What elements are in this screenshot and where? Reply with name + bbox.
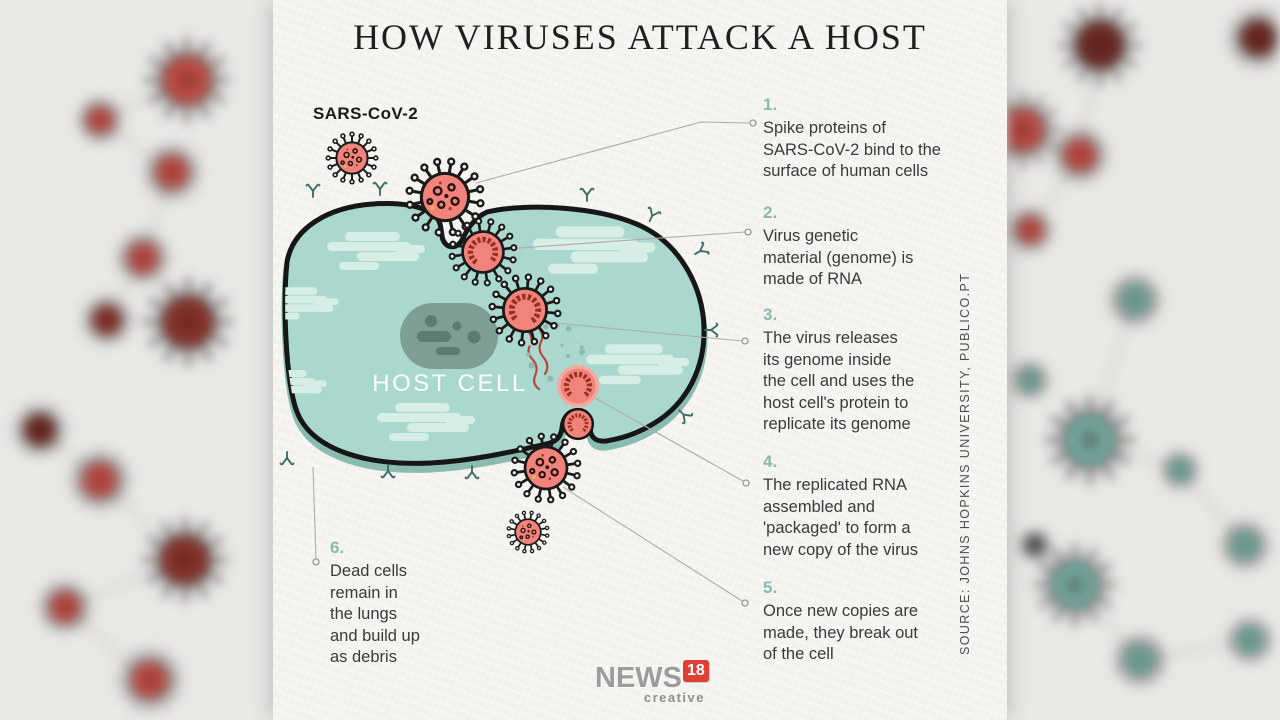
- annotation-step-3: 3. The virus releases its genome inside …: [763, 305, 961, 436]
- sars-cov-2-label: SARS-CoV-2: [313, 104, 419, 123]
- step-text: The virus releases its genome inside the…: [763, 329, 915, 433]
- annotation-leader-lines: [312, 121, 750, 602]
- logo-creative-text: creative: [643, 690, 705, 705]
- host-cell-label: HOST CELL: [372, 370, 528, 397]
- step-number: 5.: [763, 578, 778, 597]
- coronavirus-icon-free-small: [503, 507, 553, 557]
- annotation-step-6: 6. Dead cells remain in the lungs and bu…: [330, 538, 470, 669]
- step-text: Once new copies are made, they break out…: [763, 602, 919, 663]
- step-text: The replicated RNA assembled and 'packag…: [763, 476, 918, 559]
- annotation-step-5: 5. Once new copies are made, they break …: [763, 578, 961, 666]
- step-text: Spike proteins of SARS-CoV-2 bind to the…: [763, 119, 941, 180]
- virus-attack-diagram: [279, 119, 757, 607]
- source-credit: SOURCE: JOHNS HOPKINS UNIVERSITY, PUBLIC…: [958, 272, 972, 655]
- background-virus-collage-right: [1007, 0, 1280, 689]
- page-title: HOW VIRUSES ATTACK A HOST: [353, 17, 927, 57]
- host-cell: [279, 181, 719, 480]
- step-number: 1.: [763, 95, 778, 114]
- step-number: 6.: [330, 538, 345, 557]
- step-text: Dead cells remain in the lungs and build…: [330, 562, 420, 666]
- logo-18-badge: 18: [683, 660, 709, 682]
- step-number: 4.: [763, 452, 778, 471]
- annotation-step-2: 2. Virus genetic material (genome) is ma…: [763, 203, 961, 291]
- step-number: 2.: [763, 203, 778, 222]
- annotation-step-4: 4. The replicated RNA assembled and 'pac…: [763, 452, 961, 561]
- logo-news-text: NEWS: [595, 662, 682, 694]
- step-number: 3.: [763, 305, 778, 324]
- annotation-step-1: 1. Spike proteins of SARS-CoV-2 bind to …: [763, 95, 961, 183]
- background-virus-collage-left: [11, 0, 273, 714]
- cell-nucleus: [400, 303, 498, 369]
- coronavirus-icon-reference: [326, 132, 377, 183]
- step-text: Virus genetic material (genome) is made …: [763, 227, 914, 288]
- infographic-card: HOW VIRUSES ATTACK A HOST SARS-CoV-2 HOS…: [273, 0, 1007, 720]
- coronavirus-icon-new-copy: [557, 365, 599, 407]
- annotation-dots: [312, 119, 757, 607]
- coronavirus-icon-exiting: [561, 407, 595, 441]
